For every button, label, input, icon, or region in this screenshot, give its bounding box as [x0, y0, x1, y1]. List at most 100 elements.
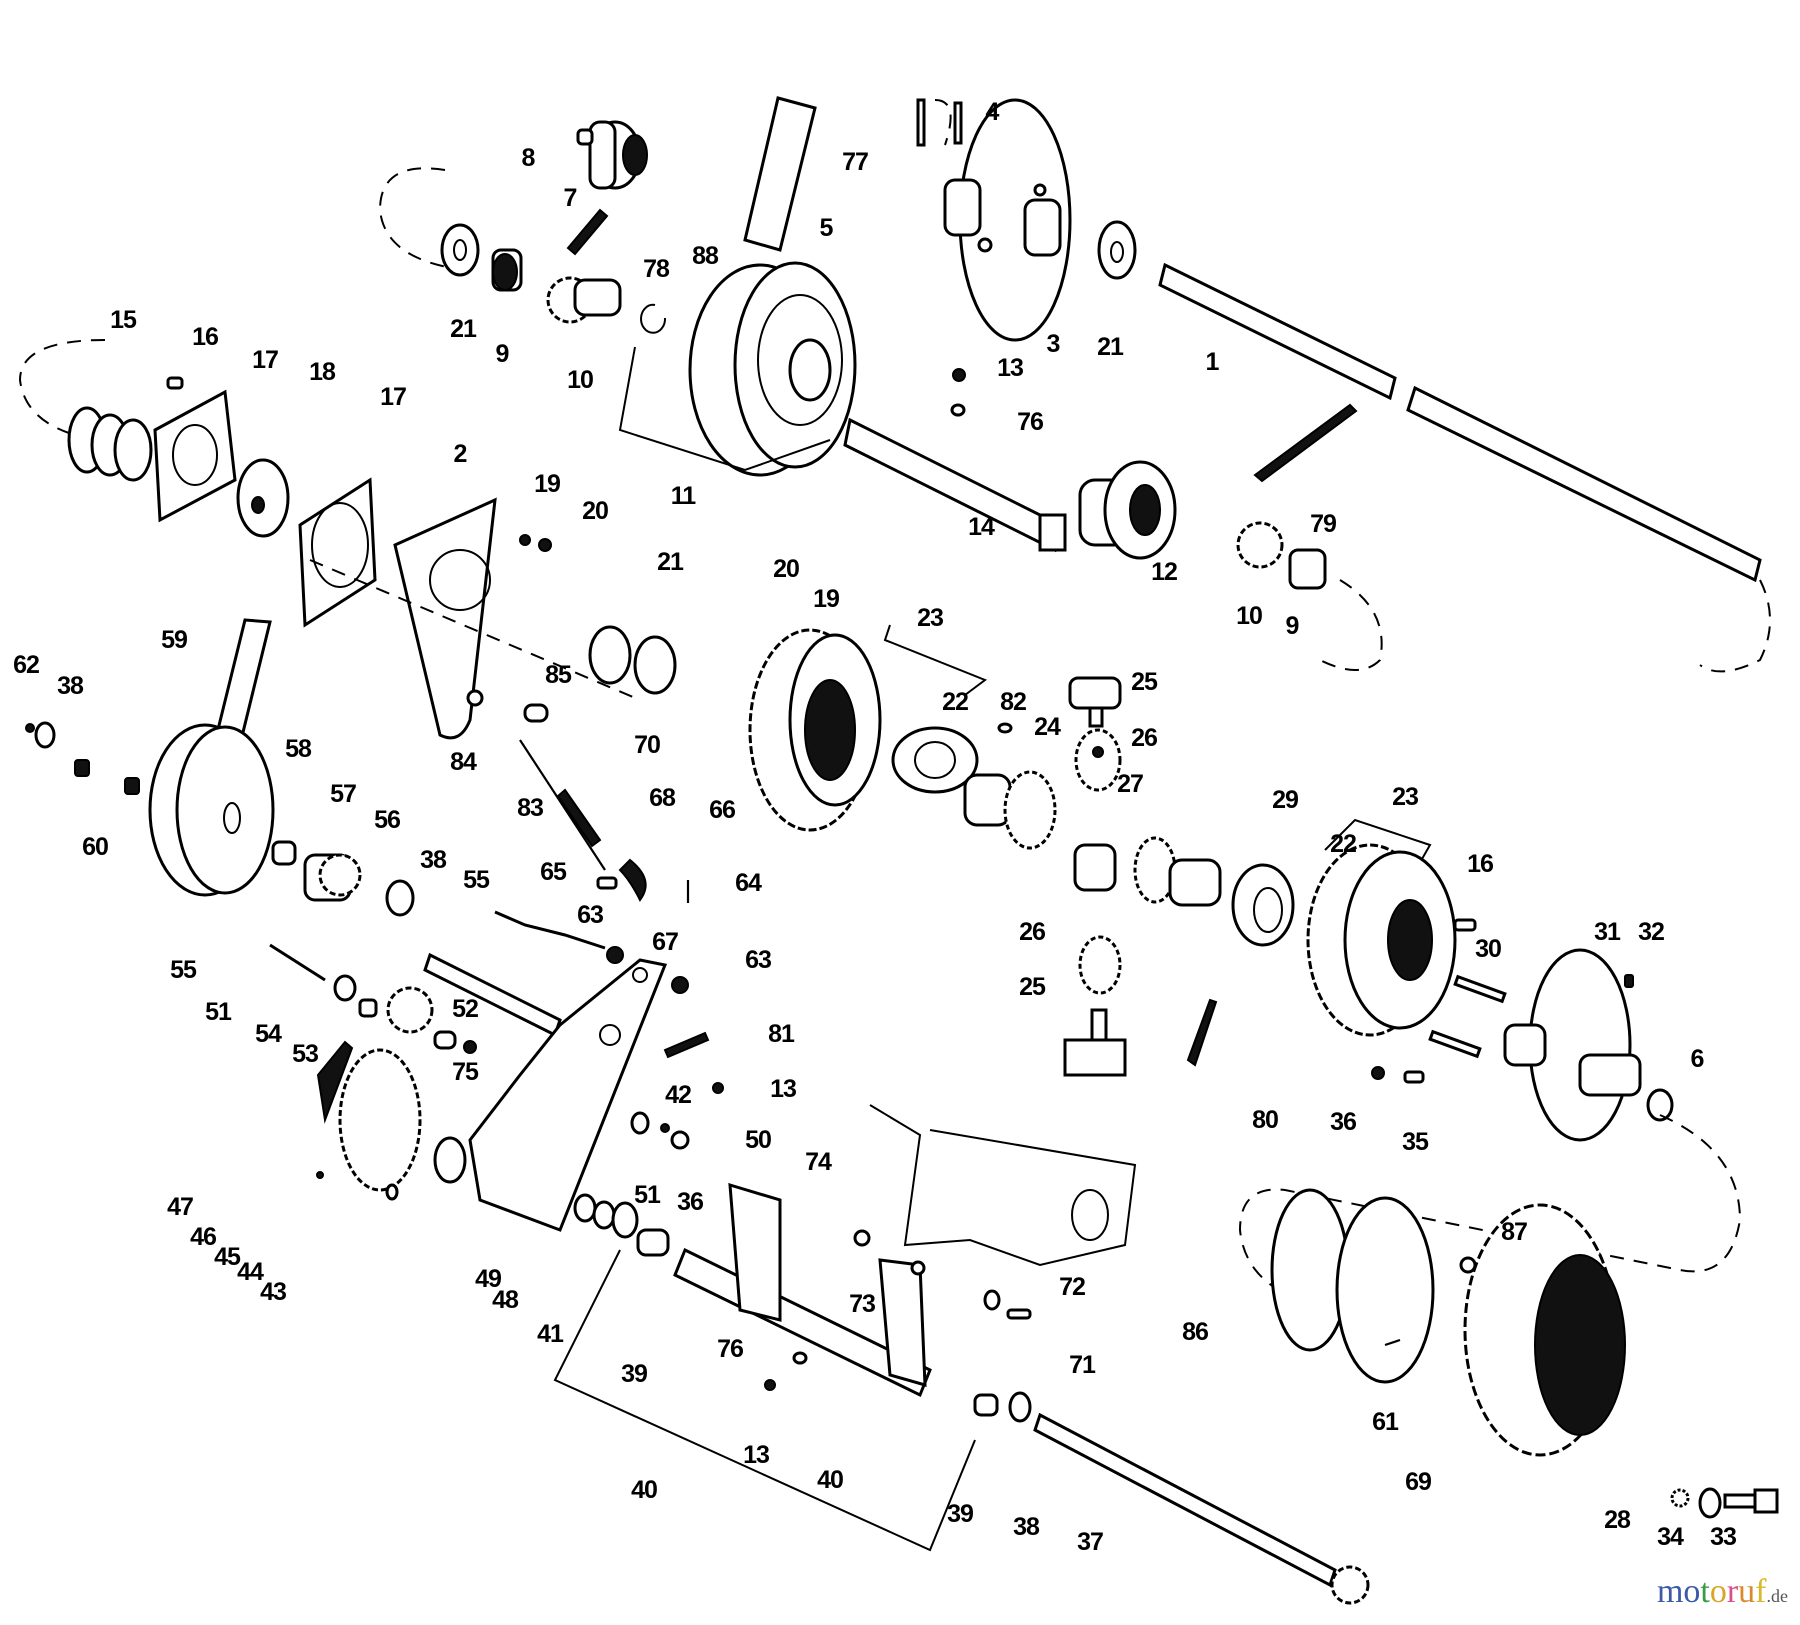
callout-c49: 49	[475, 1265, 501, 1293]
part-71-bolt	[1006, 1308, 1032, 1320]
callout-c20b: 20	[773, 555, 799, 583]
callout-c38c: 38	[1013, 1513, 1040, 1541]
callout-c70: 70	[634, 731, 660, 759]
callout-c33: 33	[1710, 1523, 1736, 1551]
callout-c23a: 23	[917, 604, 943, 632]
part-37-sprocket	[1330, 1565, 1370, 1605]
callout-c43: 43	[260, 1278, 286, 1306]
callout-c85: 85	[545, 661, 572, 689]
callout-c5: 5	[820, 214, 834, 242]
part-10-sprocket-upper	[546, 276, 622, 324]
callout-c2: 2	[454, 440, 467, 468]
part-61-valve-stem	[1384, 1338, 1401, 1347]
part-63-nut-b	[671, 976, 689, 994]
part-51-washer-left	[333, 974, 357, 1002]
part-70-rod	[519, 739, 606, 871]
callout-c50: 50	[745, 1126, 771, 1154]
part-67-lever	[618, 858, 647, 902]
callout-c16b: 16	[1467, 850, 1493, 878]
part-22-flange-left	[891, 726, 979, 794]
callout-c84: 84	[450, 748, 477, 776]
callout-c53: 53	[292, 1040, 318, 1068]
callout-c87: 87	[1501, 1218, 1527, 1246]
callout-c69: 69	[1405, 1468, 1431, 1496]
part-88-retaining-ring	[640, 303, 667, 334]
callout-c11: 11	[671, 482, 697, 510]
callout-c40a: 40	[631, 1476, 657, 1504]
part-33-bolt	[1723, 1488, 1779, 1514]
part-23-sprocket-hub-left	[748, 628, 882, 832]
part-13-screw-mid	[712, 1082, 724, 1094]
callout-c83: 83	[517, 794, 543, 822]
dashed-loop-left	[18, 339, 106, 436]
callout-c80: 80	[1252, 1106, 1278, 1134]
part-25-block-lower	[1063, 1008, 1127, 1077]
part-50-nut	[670, 1130, 690, 1150]
watermark-letter: o	[1683, 1573, 1701, 1610]
callout-c27: 27	[1117, 770, 1143, 798]
callout-c26b: 26	[1019, 918, 1045, 946]
callout-c68: 68	[649, 784, 676, 812]
callout-c57: 57	[330, 780, 356, 808]
part-9-bushing-upper	[491, 248, 523, 292]
part-51-washer-right	[630, 1111, 650, 1135]
part-55-rod-upper	[494, 910, 606, 950]
part-44-key	[385, 1183, 399, 1201]
callout-c82: 82	[1000, 688, 1026, 716]
part-27-spacer	[1073, 843, 1117, 892]
part-40-axle-housing	[673, 1182, 932, 1398]
part-21-washer-mid-a	[588, 625, 632, 685]
callout-c28: 28	[1604, 1506, 1631, 1534]
part-36-lockwasher-right	[1371, 1066, 1385, 1080]
callout-c21b: 21	[1097, 333, 1124, 361]
callout-c16a: 16	[192, 323, 218, 351]
callout-c40b: 40	[817, 1466, 843, 1494]
watermark-tld: .de	[1766, 1586, 1789, 1606]
callout-c86: 86	[1182, 1318, 1208, 1346]
callout-c17b: 17	[380, 383, 406, 411]
callout-c55a: 55	[463, 866, 490, 894]
callout-c14: 14	[968, 513, 995, 541]
part-17-flange-plate-1	[153, 389, 237, 523]
watermark-letter: m	[1656, 1573, 1684, 1610]
callout-c10a: 10	[567, 366, 593, 394]
callout-c34: 34	[1657, 1523, 1684, 1551]
part-6-o-ring	[1646, 1088, 1674, 1122]
callout-c19a: 19	[534, 470, 560, 498]
callout-c6: 6	[1691, 1045, 1704, 1073]
callout-c77: 77	[842, 148, 868, 176]
callout-c48: 48	[492, 1286, 519, 1314]
part-17-flange-plate-2	[298, 477, 377, 628]
motoruf-watermark: motoruf.de	[1657, 1573, 1788, 1611]
callout-c54: 54	[255, 1020, 282, 1048]
part-1-shaft	[1158, 262, 1762, 583]
callout-c35: 35	[1402, 1128, 1429, 1156]
part-5-belt	[743, 96, 817, 252]
callout-c75: 75	[452, 1058, 479, 1086]
callout-c20a: 20	[582, 497, 608, 525]
callout-c71: 71	[1069, 1351, 1096, 1379]
callout-c81: 81	[768, 1020, 795, 1048]
part-84-nut	[466, 689, 484, 707]
watermark-letter: r	[1726, 1573, 1739, 1610]
callout-c8: 8	[522, 144, 536, 172]
callout-c42: 42	[665, 1081, 691, 1109]
part-43-washer	[433, 1136, 467, 1184]
callout-c21a: 21	[450, 315, 477, 343]
part-21-washer-mid-b	[633, 635, 677, 695]
part-53-sprocket	[386, 986, 434, 1034]
part-31-hub	[1503, 948, 1642, 1142]
part-22-flange-right	[1231, 863, 1295, 947]
dashed-loop-wheel	[1238, 1114, 1742, 1301]
bracket-40	[553, 1249, 976, 1552]
callout-c29: 29	[1272, 786, 1298, 814]
callout-c24: 24	[1034, 713, 1061, 741]
callout-c3: 3	[1047, 330, 1060, 358]
callout-c13b: 13	[770, 1075, 796, 1103]
part-38-washer-left	[34, 721, 56, 749]
frame-plate	[869, 1104, 1137, 1267]
callout-c39a: 39	[621, 1360, 647, 1388]
part-73-nut	[910, 1260, 926, 1276]
part-4-pin	[953, 101, 963, 145]
